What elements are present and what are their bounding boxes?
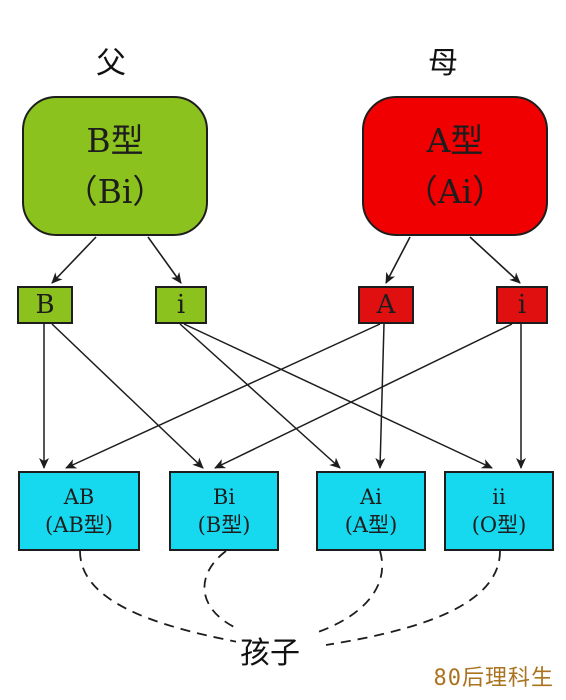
child-bi-blood-type: (B型) xyxy=(197,513,251,537)
arrow-i-mother-to-bi xyxy=(214,323,513,469)
arrow-b-to-bi xyxy=(51,323,204,469)
arrow-i-to-ai xyxy=(179,323,341,469)
father-gamete-i: i xyxy=(155,286,207,324)
mother-blood-type: A型 xyxy=(426,120,484,160)
arrow-i-to-ii xyxy=(183,323,493,469)
child-ab-blood-type: (AB型) xyxy=(45,513,113,537)
child-ab-genotype: AB xyxy=(63,484,95,509)
child-ai-blood-type: (A型) xyxy=(344,513,398,537)
children-label: 孩子 xyxy=(236,628,304,672)
father-blood-type: B型 xyxy=(86,120,144,160)
father-gamete-b: B xyxy=(17,286,73,324)
child-ii: ii (O型) xyxy=(444,471,554,551)
child-ai: Ai (A型) xyxy=(316,471,426,551)
mother-gamete-a: A xyxy=(358,286,414,324)
mother-gamete-i: i xyxy=(496,286,548,324)
arrow-father-to-gamete-b xyxy=(51,236,97,284)
child-ai-genotype: Ai xyxy=(360,484,382,509)
arrow-mother-to-gamete-a xyxy=(385,236,411,284)
dashed-curve-bi xyxy=(203,550,259,637)
child-ab: AB (AB型) xyxy=(18,471,140,551)
arrow-a-to-ab xyxy=(65,323,381,469)
mother-label: 母 xyxy=(428,46,458,81)
child-bi-genotype: Bi xyxy=(212,484,236,509)
child-bi: Bi (B型) xyxy=(169,471,279,551)
dashed-curve-ii xyxy=(325,550,501,646)
father-label: 父 xyxy=(96,46,126,81)
child-ii-blood-type: (O型) xyxy=(471,513,527,537)
arrow-mother-to-gamete-i xyxy=(469,236,521,284)
child-ii-genotype: ii xyxy=(492,484,506,509)
mother-genotype: （Ai） xyxy=(404,172,506,211)
father-node: B型 （Bi） xyxy=(22,96,208,236)
mother-node: A型 （Ai） xyxy=(362,96,548,236)
watermark-text: 80后理科生 xyxy=(433,666,554,691)
dashed-curve-ai xyxy=(317,550,384,633)
father-genotype: （Bi） xyxy=(64,172,166,211)
arrow-a-to-ai xyxy=(375,323,386,469)
arrow-father-to-gamete-i xyxy=(147,236,182,284)
dashed-curve-ab xyxy=(79,550,239,643)
